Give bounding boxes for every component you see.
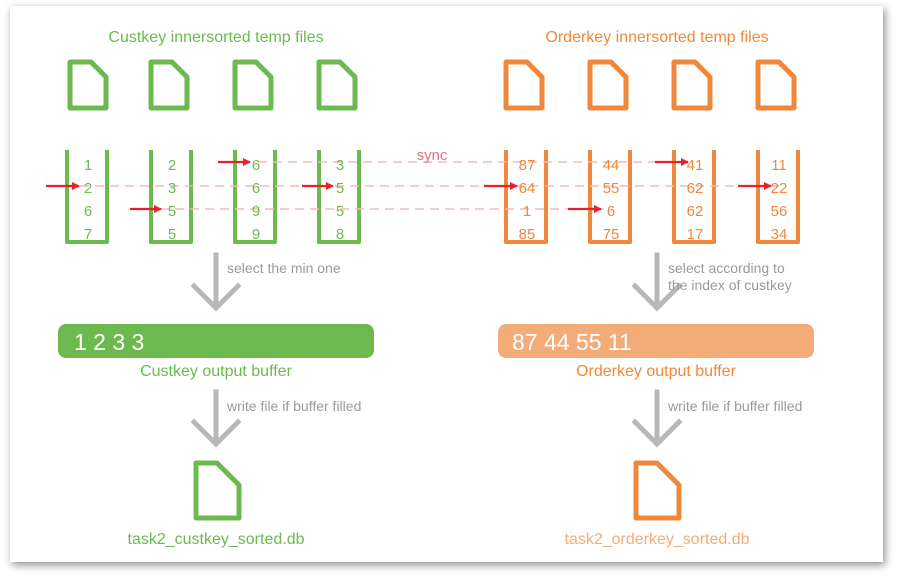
custkey-output-buffer	[58, 324, 374, 358]
file-icon	[503, 59, 545, 111]
file-icon	[67, 59, 109, 111]
cell-value: 17	[687, 226, 704, 243]
orderkey-buffer-label: Orderkey output buffer	[576, 363, 736, 380]
file-icon	[148, 59, 190, 111]
cell-value: 75	[603, 226, 620, 243]
file-icon	[316, 59, 358, 111]
cell-value: 5	[168, 226, 176, 243]
file-icon	[232, 59, 274, 111]
custkey-buffer-values: 1 2 3 3	[74, 329, 144, 355]
custkey-temp-files-title: Custkey innersorted temp files	[108, 29, 323, 46]
cell-value: 62	[687, 203, 704, 220]
cell-value: 41	[687, 157, 704, 174]
custkey-column-3: 6 6 9 9	[252, 157, 260, 243]
orderkey-temp-files-title: Orderkey innersorted temp files	[545, 29, 768, 46]
orderkey-output-buffer	[498, 324, 814, 358]
cell-value: 9	[252, 226, 260, 243]
file-icon	[671, 59, 713, 111]
cell-value: 11	[771, 157, 787, 174]
down-arrow-icons	[190, 252, 683, 448]
orderkey-column-2: 44 55 6 75	[603, 157, 620, 243]
pointer-arrows	[46, 158, 772, 213]
cell-value: 5	[168, 203, 176, 220]
cell-value: 3	[168, 180, 176, 197]
cell-value: 22	[771, 180, 788, 197]
cell-value: 85	[519, 226, 536, 243]
down-arrow-icon	[631, 252, 683, 312]
orderkey-output-file-icon	[633, 460, 682, 521]
cell-value: 3	[336, 157, 344, 174]
sync-dashed-lines	[80, 161, 780, 210]
cell-value: 5	[336, 203, 344, 220]
write-file-label-right: write file if buffer filled	[667, 398, 802, 414]
cell-value: 5	[336, 180, 344, 197]
orderkey-buffer-values: 87 44 55 11	[512, 329, 632, 355]
write-file-label-left: write file if buffer filled	[226, 398, 361, 414]
cell-value: 64	[519, 180, 536, 197]
custkey-column-1: 1 2 6 7	[84, 157, 92, 243]
cell-value: 6	[252, 157, 260, 174]
select-min-label: select the min one	[227, 260, 341, 276]
cell-value: 1	[84, 157, 92, 174]
orderkey-output-filename: task2_orderkey_sorted.db	[565, 531, 750, 548]
cell-value: 2	[84, 180, 92, 197]
orderkey-column-brackets	[504, 150, 800, 244]
custkey-buffer-label: Custkey output buffer	[140, 363, 292, 380]
cell-value: 6	[607, 203, 615, 220]
orderkey-column-3: 41 62 62 17	[687, 157, 704, 243]
cell-value: 34	[771, 226, 788, 243]
cell-value: 56	[771, 203, 788, 220]
cell-value: 1	[523, 203, 531, 220]
orderkey-column-1: 87 64 1 85	[519, 157, 536, 243]
custkey-column-2: 2 3 5 5	[168, 157, 176, 243]
custkey-column-4: 3 5 5 8	[336, 157, 344, 243]
custkey-temp-file-icons	[67, 59, 358, 111]
cell-value: 55	[603, 180, 620, 197]
diagram-frame	[10, 6, 883, 562]
cell-value: 87	[519, 157, 536, 174]
file-icon	[587, 59, 629, 111]
select-index-label-line2: the index of custkey	[668, 277, 792, 293]
cell-value: 2	[168, 157, 176, 174]
file-icon	[755, 59, 797, 111]
custkey-output-file-icon	[193, 460, 242, 521]
down-arrow-icon	[190, 389, 242, 448]
cell-value: 44	[603, 157, 620, 174]
down-arrow-icon	[631, 389, 683, 448]
down-arrow-icon	[190, 252, 242, 312]
orderkey-column-4: 11 22 56 34	[771, 157, 788, 243]
orderkey-temp-file-icons	[503, 59, 797, 111]
cell-value: 8	[336, 226, 344, 243]
cell-value: 62	[687, 180, 704, 197]
cell-value: 9	[252, 203, 260, 220]
custkey-column-brackets	[65, 150, 361, 244]
cell-value: 6	[252, 180, 260, 197]
sync-label: sync	[417, 147, 448, 164]
custkey-output-filename: task2_custkey_sorted.db	[128, 531, 305, 548]
cell-value: 7	[84, 226, 92, 243]
cell-value: 6	[84, 203, 92, 220]
select-index-label-line1: select according to	[668, 260, 785, 276]
